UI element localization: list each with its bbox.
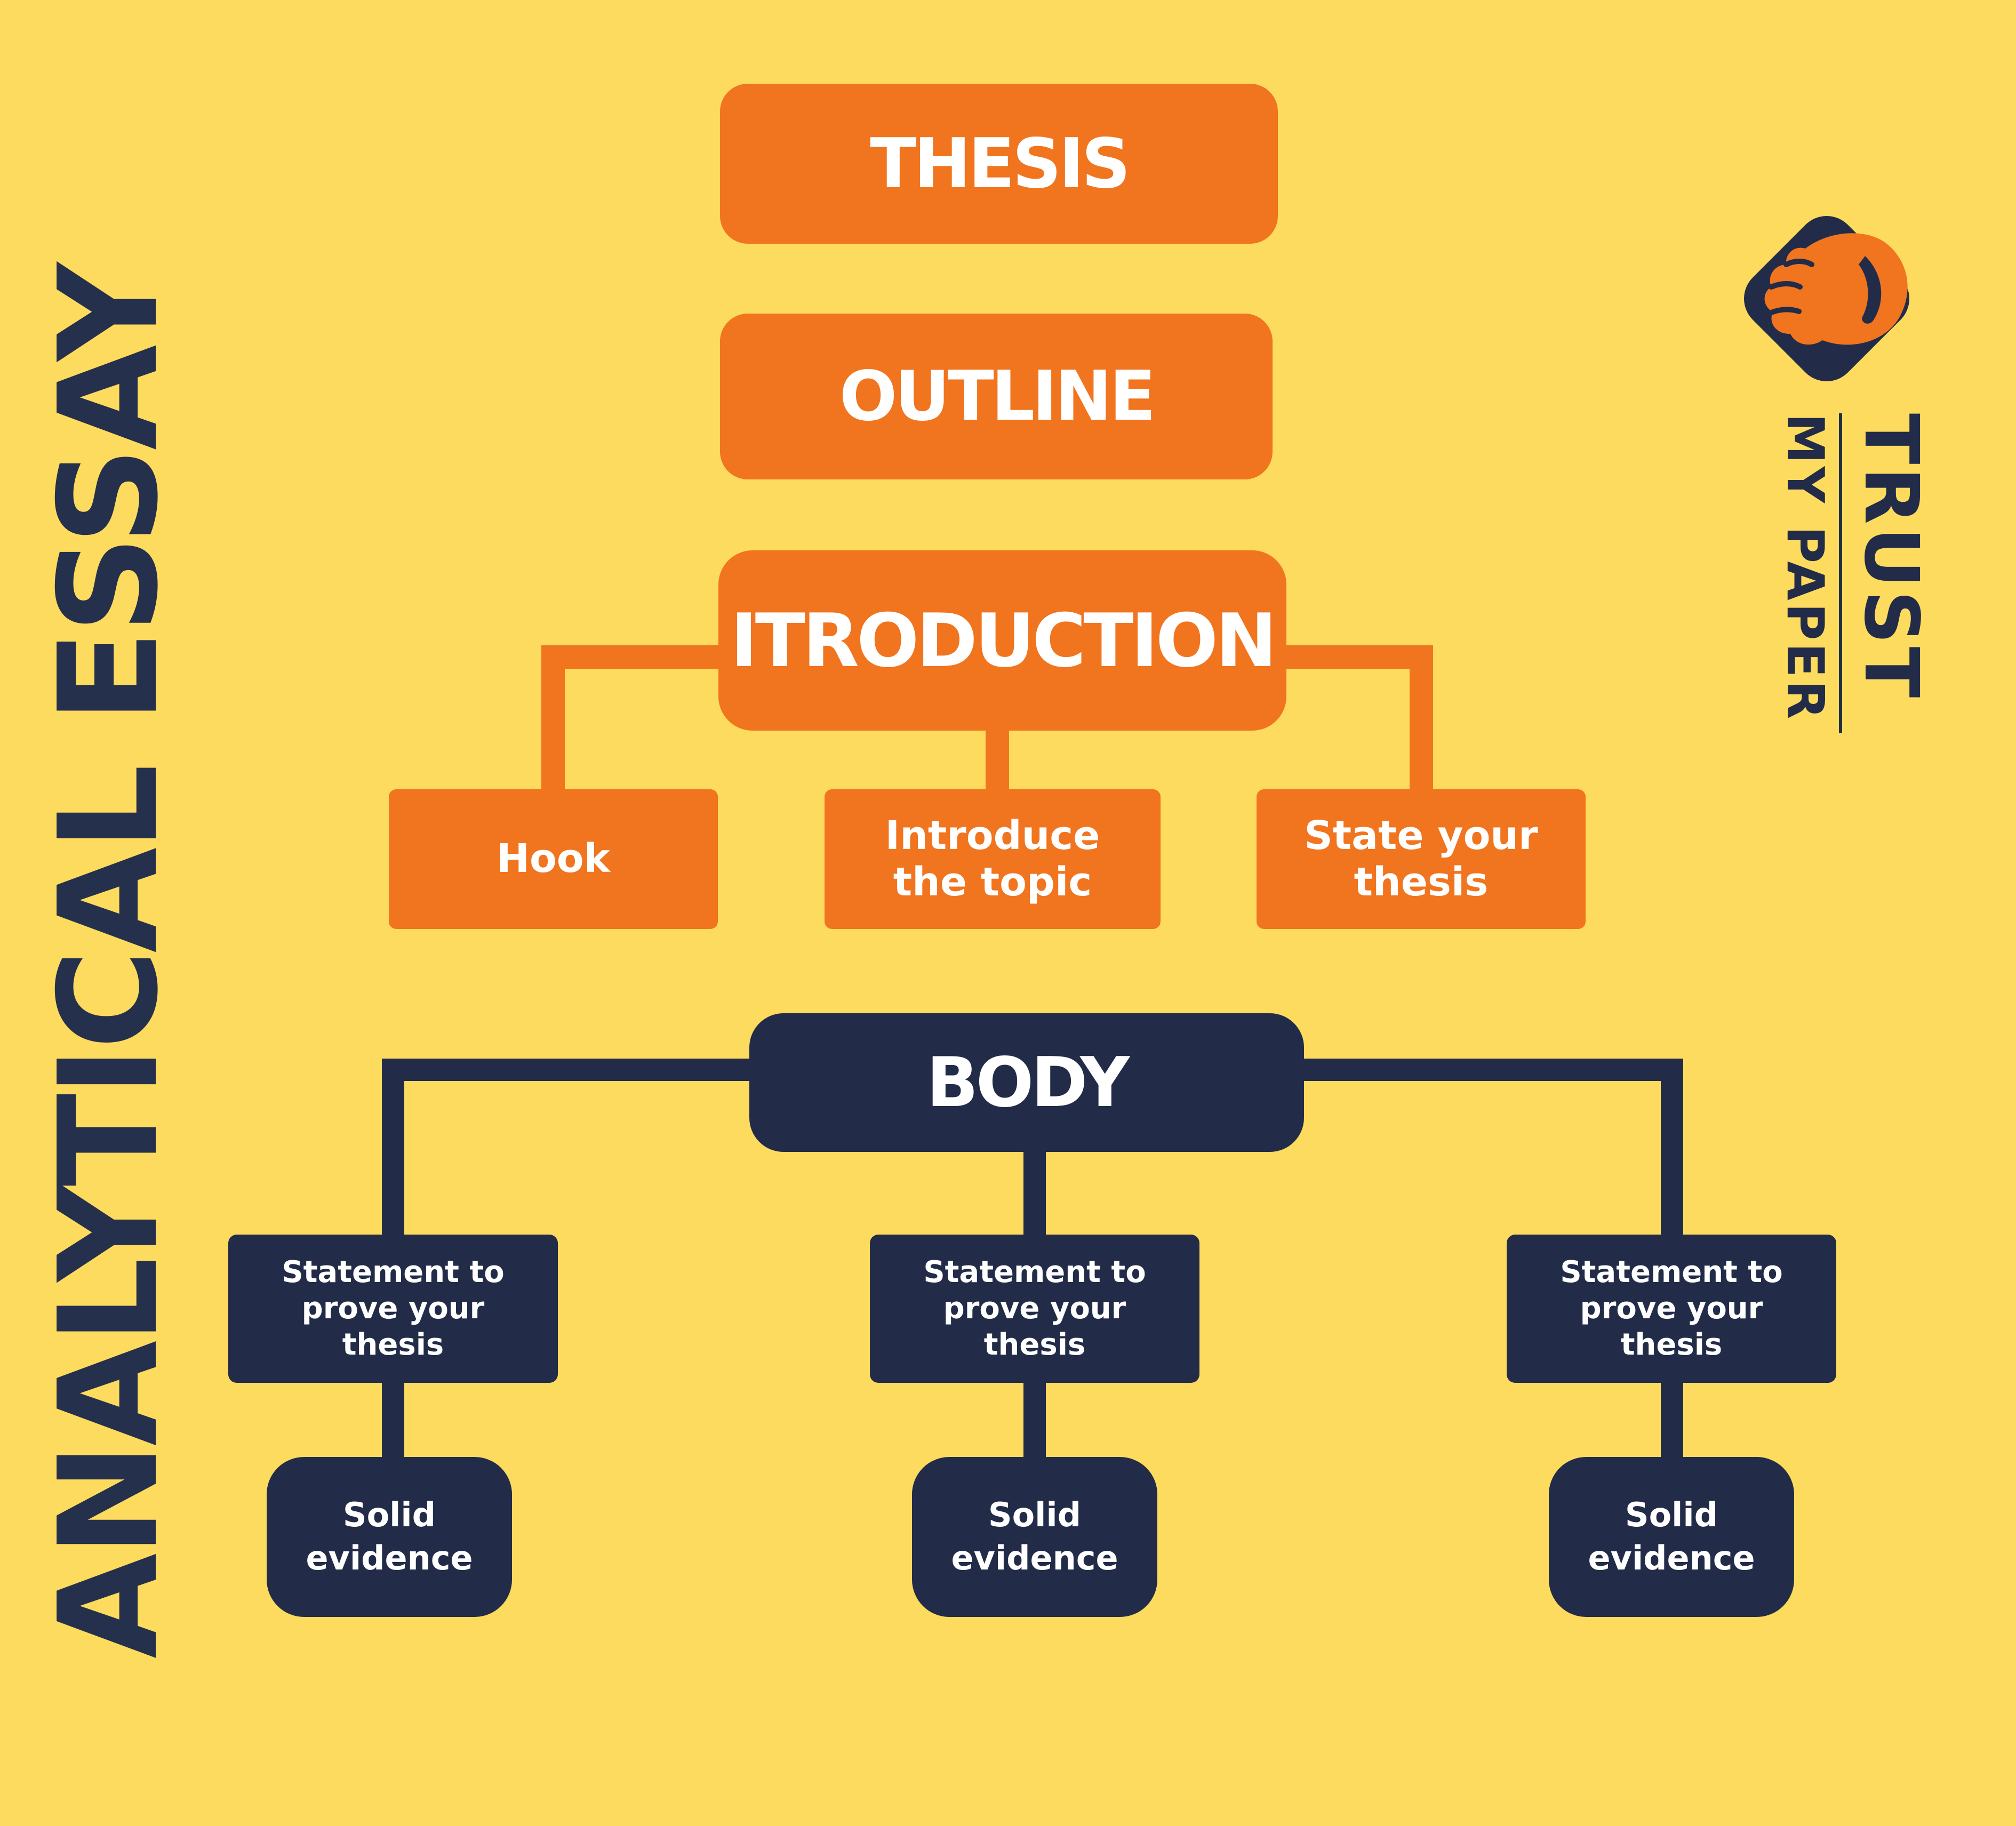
connector-intro-right-horizontal — [1284, 645, 1433, 669]
connector-intro-left-horizontal — [541, 645, 723, 669]
connector-body-right-vertical — [1661, 1059, 1683, 1235]
brand-divider-line — [1839, 413, 1842, 733]
connector-intro-middle-vertical — [986, 730, 1009, 792]
introduce-topic-box: Introduce the topic — [825, 789, 1161, 929]
brand-name-trust: TRUST — [1847, 413, 1934, 701]
statement-box-1: Statement to prove your thesis — [228, 1235, 558, 1383]
connector-intro-right-vertical — [1410, 645, 1433, 792]
outline-box: OUTLINE — [720, 314, 1273, 479]
connector-statement-1-vertical — [382, 1383, 404, 1457]
brand-name-my-paper: MY PAPER — [1775, 413, 1834, 722]
connector-body-left-horizontal — [382, 1059, 749, 1081]
statement-box-3: Statement to prove your thesis — [1507, 1235, 1836, 1383]
connector-statement-3-vertical — [1661, 1383, 1683, 1457]
evidence-box-3: Solid evidence — [1549, 1457, 1794, 1617]
connector-intro-left-vertical — [541, 645, 565, 792]
introduction-box: ITRODUCTION — [718, 550, 1286, 731]
connector-statement-2-vertical — [1023, 1383, 1046, 1457]
brand-wordmark: TRUST MY PAPER — [1765, 413, 1934, 744]
connector-body-middle-vertical — [1023, 1152, 1046, 1235]
evidence-box-1: Solid evidence — [267, 1457, 512, 1617]
handshake-icon — [1764, 233, 1908, 345]
state-thesis-box: State your thesis — [1257, 789, 1586, 929]
hook-box: Hook — [389, 789, 718, 929]
thesis-box: THESIS — [720, 84, 1278, 244]
evidence-box-2: Solid evidence — [912, 1457, 1157, 1617]
connector-body-left-vertical — [382, 1059, 404, 1235]
statement-box-2: Statement to prove your thesis — [870, 1235, 1199, 1383]
body-box: BODY — [749, 1013, 1304, 1152]
page-title-vertical: ANALYTICAL ESSAY — [30, 266, 188, 1659]
connector-body-right-horizontal — [1304, 1059, 1683, 1081]
